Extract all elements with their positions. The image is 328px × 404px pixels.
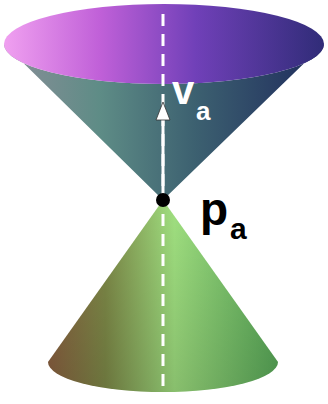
velocity-arrow — [162, 116, 165, 196]
arrow-head — [156, 102, 170, 120]
event-point — [156, 193, 170, 207]
velocity-subscript: a — [196, 98, 210, 124]
velocity-symbol: v — [172, 70, 194, 110]
point-symbol: p — [200, 186, 228, 232]
point-subscript: a — [230, 214, 247, 244]
